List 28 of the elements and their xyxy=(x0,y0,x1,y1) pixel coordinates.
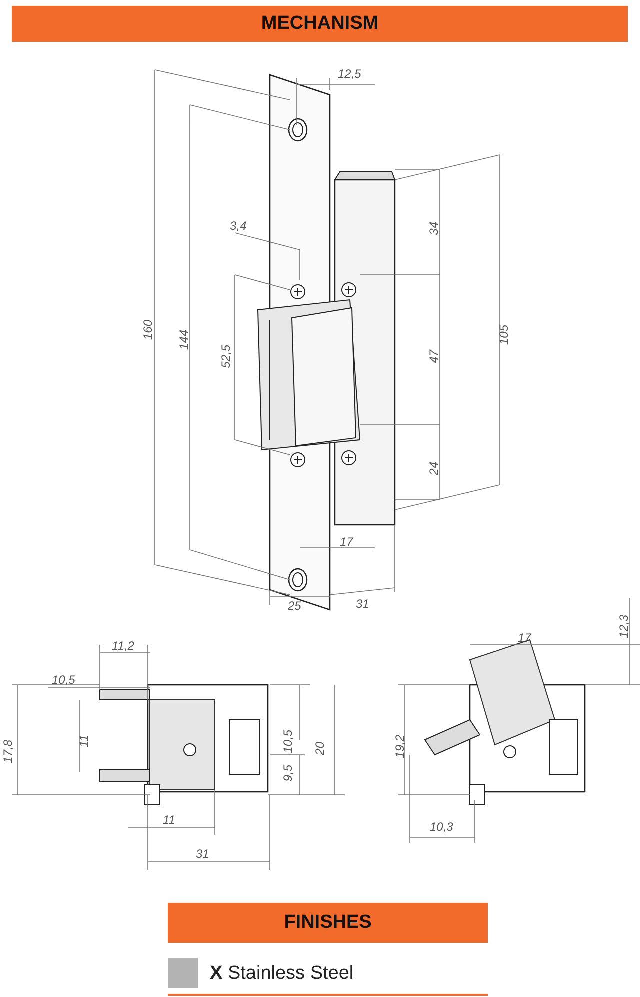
dimension-value: 3,4 xyxy=(230,220,247,233)
legend-text: X Stainless Steel xyxy=(210,963,354,985)
dimension-value: 11 xyxy=(163,814,176,827)
dimension-value: 25 xyxy=(288,600,302,613)
dimension-value: 17 xyxy=(518,632,532,645)
dimension-value: 24 xyxy=(428,462,441,476)
title-banner: MECHANISM xyxy=(12,6,628,42)
dimension-value: 31 xyxy=(356,598,370,611)
dimension-value: 144 xyxy=(178,330,191,350)
dimension-value: 105 xyxy=(498,325,511,346)
dimension-value: 34 xyxy=(428,222,441,236)
dimension-value: 20 xyxy=(314,742,327,756)
dimension-value: 12,5 xyxy=(338,68,362,81)
dimension-value: 10,5 xyxy=(282,730,295,754)
dimension-value: 160 xyxy=(142,320,155,340)
dimension-value: 12,3 xyxy=(618,615,631,638)
dimension-value: 10,3 xyxy=(430,821,454,834)
dimension-value: 11 xyxy=(78,735,91,748)
dimension-value: 17,8 xyxy=(2,740,15,764)
dimension-value: 9,5 xyxy=(282,765,295,782)
section-heading: FINISHES xyxy=(168,903,488,943)
dimension-value: 47 xyxy=(428,350,441,364)
dimension-value: 11,2 xyxy=(112,640,134,653)
dimension-value: 31 xyxy=(196,848,210,861)
dimension-value: 52,5 xyxy=(220,345,233,368)
dimension-value: 10,5 xyxy=(52,674,76,687)
dimension-value: 17 xyxy=(340,536,354,549)
dimension-value: 19,2 xyxy=(394,735,407,758)
